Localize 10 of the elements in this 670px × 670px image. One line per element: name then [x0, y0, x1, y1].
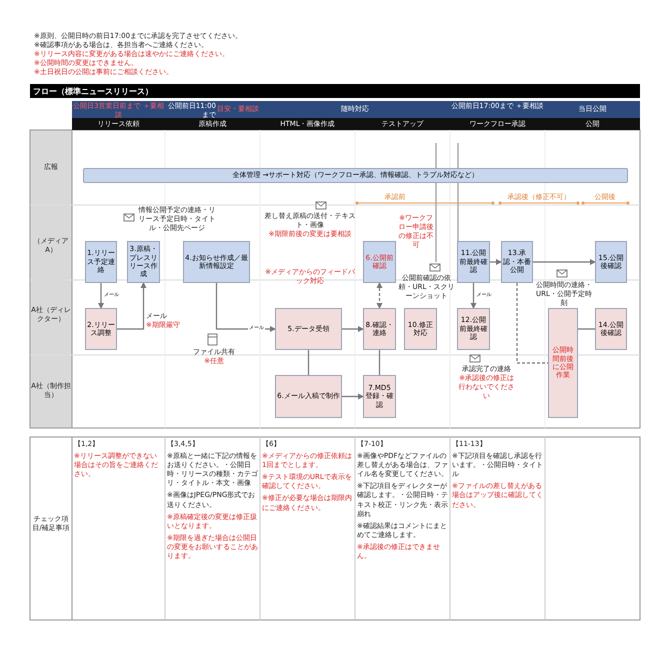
- arrow: [533, 259, 596, 265]
- arrow: [342, 326, 364, 332]
- arrow: [117, 282, 146, 330]
- arrow: [470, 283, 476, 309]
- arrow: [376, 282, 382, 309]
- title-bar: フロー（標準ニュースリリース）: [30, 84, 640, 98]
- arrow: [342, 394, 364, 400]
- arrow: [98, 283, 104, 309]
- arrow: [490, 259, 502, 265]
- arrow: [216, 283, 276, 332]
